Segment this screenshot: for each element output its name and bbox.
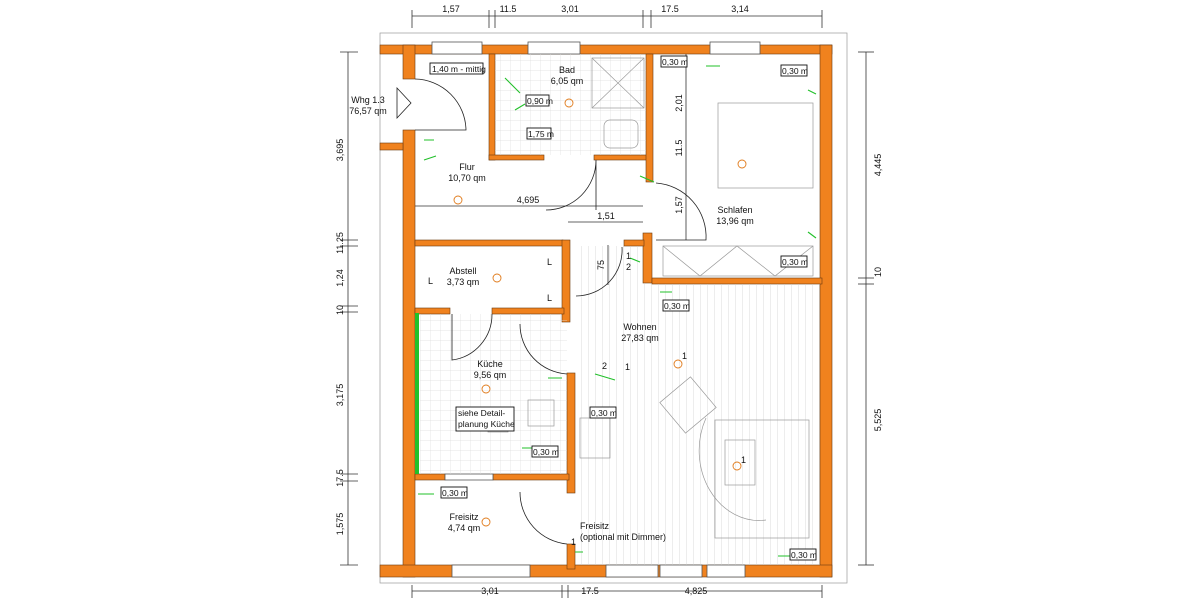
dim-inner-1: 4,695 bbox=[517, 195, 540, 205]
svg-text:1: 1 bbox=[571, 537, 576, 547]
room-area-kueche: 9,56 qm bbox=[474, 370, 507, 380]
room-area-wohnen: 27,83 qm bbox=[621, 333, 659, 343]
svg-text:1: 1 bbox=[625, 362, 630, 372]
room-area-bad: 6,05 qm bbox=[551, 76, 584, 86]
room-name-flur: Flur bbox=[459, 162, 475, 172]
dim-left-6: 17.5 bbox=[335, 469, 345, 487]
dim-right-1: 4,445 bbox=[873, 154, 883, 177]
dim-inner-3: 2,01 bbox=[674, 94, 684, 112]
dim-inner-6: 75 bbox=[596, 260, 606, 270]
svg-text:0,30 m: 0,30 m bbox=[662, 57, 688, 67]
svg-text:0,30 m: 0,30 m bbox=[664, 301, 690, 311]
svg-text:0,30 m: 0,30 m bbox=[591, 408, 617, 418]
apartment-area: 76,57 qm bbox=[349, 106, 387, 116]
svg-text:L: L bbox=[547, 257, 552, 267]
electrical-symbols bbox=[418, 65, 817, 557]
freisitz-light-label: Freisitz bbox=[580, 521, 609, 531]
freisitz-light-note: (optional mit Dimmer) bbox=[580, 532, 666, 542]
room-name-freisitz: Freisitz bbox=[450, 512, 479, 522]
svg-text:2: 2 bbox=[626, 262, 631, 272]
room-area-freisitz: 4,74 qm bbox=[448, 523, 481, 533]
dim-top-4: 17.5 bbox=[661, 4, 679, 14]
dim-inner-2: 1,51 bbox=[597, 211, 615, 221]
room-name-abstell: Abstell bbox=[449, 266, 476, 276]
room-name-wohnen: Wohnen bbox=[623, 322, 656, 332]
dim-inner-4: 11.5 bbox=[674, 140, 684, 157]
floor-patterns bbox=[415, 54, 820, 565]
svg-text:L: L bbox=[428, 276, 433, 286]
dim-left-2: 11.25 bbox=[335, 232, 345, 254]
svg-text:1,40 m - mittig: 1,40 m - mittig bbox=[432, 64, 486, 74]
room-area-flur: 10,70 qm bbox=[448, 173, 486, 183]
dim-bottom-1: 3,01 bbox=[481, 586, 499, 596]
svg-text:0,30 m: 0,30 m bbox=[782, 66, 808, 76]
dimension-lines bbox=[340, 10, 874, 598]
room-name-kueche: Küche bbox=[477, 359, 503, 369]
svg-text:planung Küche: planung Küche bbox=[458, 419, 515, 429]
svg-text:1,75 m: 1,75 m bbox=[528, 129, 554, 139]
dim-top-5: 3,14 bbox=[731, 4, 749, 14]
svg-text:siehe Detail-: siehe Detail- bbox=[458, 408, 505, 418]
dim-right-3: 5,525 bbox=[873, 409, 883, 432]
dim-right-2: 10 bbox=[873, 267, 883, 277]
svg-text:0,30 m: 0,30 m bbox=[791, 550, 817, 560]
dim-top-3: 3,01 bbox=[561, 4, 579, 14]
dim-left-3: 1,24 bbox=[335, 269, 345, 287]
svg-text:0,30 m: 0,30 m bbox=[782, 257, 808, 267]
dim-left-7: 1,575 bbox=[335, 513, 345, 536]
dim-bottom-3: 4,825 bbox=[685, 586, 708, 596]
kitchen-note: siehe Detail- planung Küche bbox=[455, 406, 515, 432]
room-name-bad: Bad bbox=[559, 65, 575, 75]
dim-inner-5: 1,57 bbox=[674, 196, 684, 214]
dim-top-2: 11.5 bbox=[500, 4, 517, 14]
svg-text:2: 2 bbox=[602, 361, 607, 371]
height-tags: 1,40 m - mittig 0,90 m 1,75 m 0,30 m 0,3… bbox=[429, 55, 817, 561]
apartment-name: Whg 1.3 bbox=[351, 95, 385, 105]
dim-left-1: 3,695 bbox=[335, 139, 345, 162]
svg-text:0,30 m: 0,30 m bbox=[442, 488, 468, 498]
svg-text:0,90 m: 0,90 m bbox=[527, 96, 553, 106]
svg-text:0,30 m: 0,30 m bbox=[533, 447, 559, 457]
dim-left-4: 10 bbox=[335, 305, 345, 315]
windows bbox=[431, 41, 761, 578]
dim-left-5: 3,175 bbox=[335, 384, 345, 407]
ceiling-lights bbox=[453, 98, 747, 527]
svg-text:L: L bbox=[547, 293, 552, 303]
dim-top-1: 1,57 bbox=[442, 4, 460, 14]
room-area-abstell: 3,73 qm bbox=[447, 277, 480, 287]
switch-labels: L L L 1 2 1 2 1 1 1 bbox=[428, 251, 746, 547]
svg-text:1: 1 bbox=[741, 455, 746, 465]
svg-text:1: 1 bbox=[626, 251, 631, 261]
svg-text:1: 1 bbox=[682, 351, 687, 361]
dim-bottom-2: 17.5 bbox=[581, 586, 599, 596]
room-area-schlafen: 13,96 qm bbox=[716, 216, 754, 226]
doors bbox=[396, 78, 707, 545]
room-name-schlafen: Schlafen bbox=[717, 205, 752, 215]
